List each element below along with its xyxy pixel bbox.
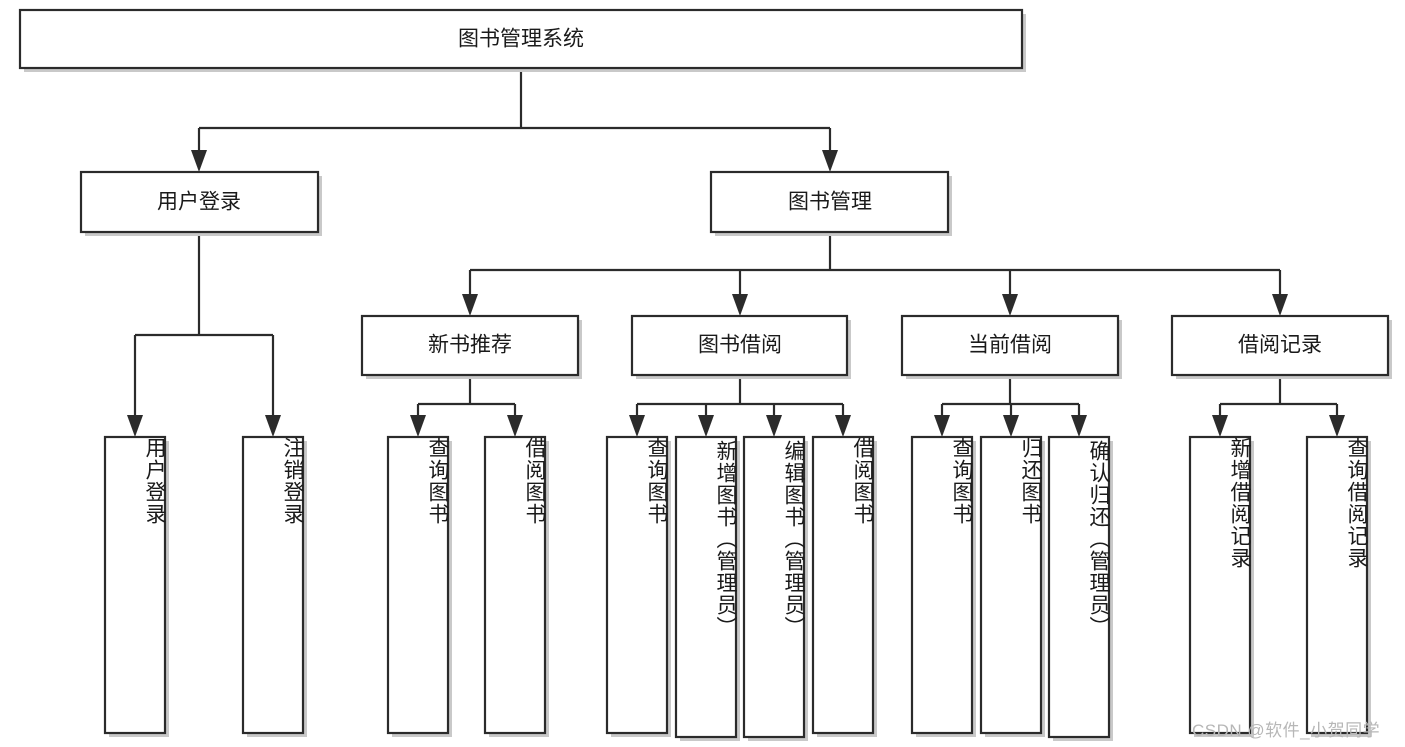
arrow-bm-book-borrow: [732, 294, 748, 316]
arrow-cb-leaf-2: [1003, 415, 1019, 437]
arrow-br-leaf-2: [1329, 415, 1345, 437]
book-manage-node-label: 图书管理: [788, 191, 872, 214]
leaf-nbr-2-box[interactable]: [483, 435, 547, 735]
root-node-box[interactable]: [18, 8, 1024, 70]
book-borrow-node-box[interactable]: [630, 314, 849, 377]
leaf-user-login-2-box[interactable]: [241, 435, 305, 735]
leaf-user-login-1-box[interactable]: [103, 435, 167, 735]
leaf-bb-3-box[interactable]: [742, 435, 806, 739]
user-login-node-label: 用户登录: [157, 191, 241, 214]
leaf-cb-1-box[interactable]: [910, 435, 974, 735]
arrow-bb-leaf-3: [766, 415, 782, 437]
arrow-cb-leaf-3: [1071, 415, 1087, 437]
arrow-bb-leaf-2: [698, 415, 714, 437]
arrow-nbr-leaf-2: [507, 415, 523, 437]
current-borrow-node-box[interactable]: [900, 314, 1120, 377]
arrow-bb-leaf-4: [835, 415, 851, 437]
arrow-bm-borrow-record: [1272, 294, 1288, 316]
leaf-bb-4-box[interactable]: [811, 435, 875, 735]
connector-group-book-borrow: [629, 375, 851, 437]
leaf-bb-1-box[interactable]: [605, 435, 669, 735]
new-book-recommend-node-box[interactable]: [360, 314, 580, 377]
connector-group-new-book-recommend: [410, 375, 523, 437]
user-login-node-box[interactable]: [79, 170, 320, 234]
connector-group-borrow-record: [1212, 375, 1345, 437]
connector-group-current-borrow: [934, 375, 1087, 437]
root-node-label: 图书管理系统: [458, 28, 584, 51]
arrow-bm-new-book-recommend: [462, 294, 478, 316]
borrow-record-node-label: 借阅记录: [1238, 334, 1322, 357]
connector-group-root: [191, 68, 838, 172]
leaf-br-2-box[interactable]: [1305, 435, 1369, 735]
book-manage-node-box[interactable]: [709, 170, 950, 234]
leaf-br-1-box[interactable]: [1188, 435, 1252, 735]
arrow-nbr-leaf-1: [410, 415, 426, 437]
connector-group-user-login: [127, 232, 281, 437]
leaf-bb-2-box[interactable]: [674, 435, 738, 739]
current-borrow-node-label: 当前借阅: [968, 334, 1052, 357]
arrow-br-leaf-1: [1212, 415, 1228, 437]
leaf-nbr-1-box[interactable]: [386, 435, 450, 735]
book-borrow-node-label: 图书借阅: [698, 334, 782, 357]
connector-group-book-manage: [462, 232, 1288, 316]
csdn-watermark: CSDN @软件_小贺同学: [1192, 721, 1381, 740]
arrow-bb-leaf-1: [629, 415, 645, 437]
borrow-record-node-box[interactable]: [1170, 314, 1390, 377]
new-book-recommend-node-label: 新书推荐: [428, 334, 512, 357]
leaf-cb-2-box[interactable]: [979, 435, 1043, 735]
arrow-ul-leaf-2: [265, 415, 281, 437]
arrow-cb-leaf-1: [934, 415, 950, 437]
arrow-ul-leaf-1: [127, 415, 143, 437]
arrow-bm-current-borrow: [1002, 294, 1018, 316]
arrow-root-to-book-manage: [822, 150, 838, 172]
arrow-root-to-user-login: [191, 150, 207, 172]
leaf-cb-3-box[interactable]: [1047, 435, 1111, 739]
